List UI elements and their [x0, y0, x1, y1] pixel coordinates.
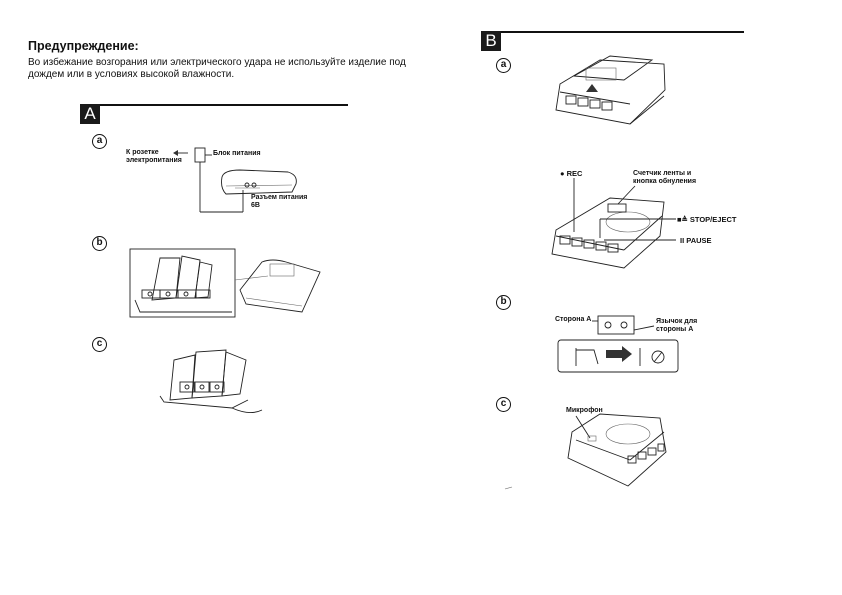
label-outlet: К розетке электропитания [126, 149, 182, 164]
step-a-a-marker: a [92, 134, 107, 149]
label-microphone: Микрофон [566, 407, 603, 414]
label-rec: ● REC [560, 169, 583, 178]
section-b-rule [501, 31, 744, 33]
label-dc-jack: Разъем питания 6В [251, 194, 308, 209]
label-tab-side-a: Язычок для стороны А [656, 318, 698, 333]
step-b-a-marker: a [496, 58, 511, 73]
label-side-a: Сторона А [555, 316, 592, 323]
step-a-c-marker: c [92, 337, 107, 352]
label-stop-eject: ■≜ STOP/EJECT [677, 215, 737, 224]
section-b-badge: B [481, 31, 501, 51]
label-counter: Счетчик ленты и кнопка обнуления [633, 170, 697, 185]
label-adapter: Блок питания [213, 150, 261, 157]
section-a-rule [100, 104, 348, 106]
step-a-b-marker: b [92, 236, 107, 251]
warning-text: Во избежание возгорания или электрическо… [28, 57, 406, 80]
step-b-c-marker: c [496, 397, 511, 412]
step-b-b-marker: b [496, 295, 511, 310]
warning-title: Предупреждение: [28, 39, 139, 53]
label-pause: II PAUSE [680, 236, 712, 245]
section-a-badge: A [80, 104, 100, 124]
